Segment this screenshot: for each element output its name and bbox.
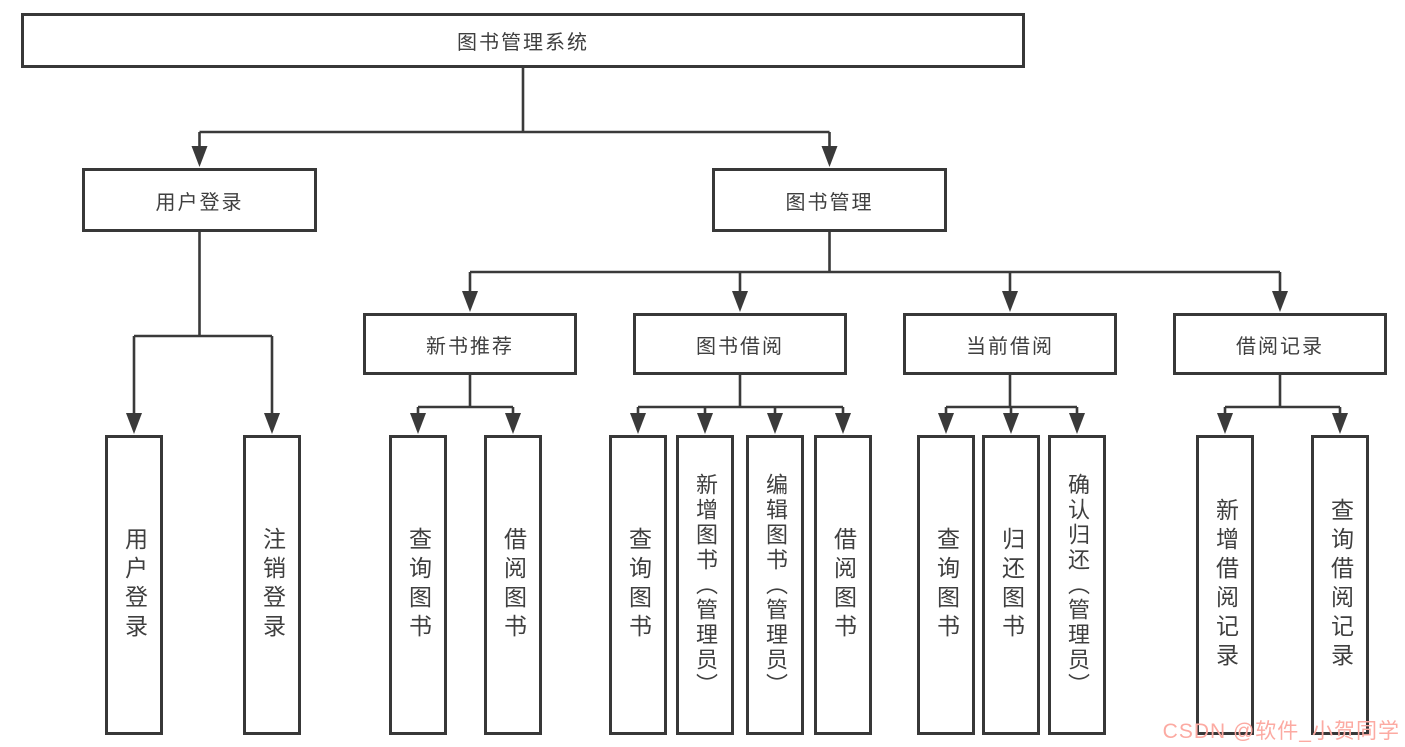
- leaf-add-book-admin: 新增图书（管理员）: [676, 435, 734, 735]
- leaf-return-book: 归还图书: [982, 435, 1040, 735]
- leaf-add-borrow-record: 新增借阅记录: [1196, 435, 1254, 735]
- node-current-borrow: 当前借阅: [903, 313, 1117, 375]
- leaf-query-book-recommend: 查询图书: [389, 435, 447, 735]
- leaf-query-book-borrow: 查询图书: [609, 435, 667, 735]
- leaf-query-book-current: 查询图书: [917, 435, 975, 735]
- leaf-user-login: 用户登录: [105, 435, 163, 735]
- arrowheads: [126, 146, 1348, 434]
- leaf-borrow-book: 借阅图书: [814, 435, 872, 735]
- node-new-book-recommend: 新书推荐: [363, 313, 577, 375]
- leaf-edit-book-admin: 编辑图书（管理员）: [746, 435, 804, 735]
- node-borrow-records: 借阅记录: [1173, 313, 1387, 375]
- node-book-management: 图书管理: [712, 168, 947, 232]
- node-root-system: 图书管理系统: [21, 13, 1025, 68]
- csdn-watermark: CSDN @软件_小贺同学: [1162, 720, 1400, 743]
- leaf-confirm-return-admin: 确认归还（管理员）: [1048, 435, 1106, 735]
- node-user-login: 用户登录: [82, 168, 317, 232]
- node-book-borrow: 图书借阅: [633, 313, 847, 375]
- leaf-logout: 注销登录: [243, 435, 301, 735]
- leaf-borrow-book-recommend: 借阅图书: [484, 435, 542, 735]
- leaf-query-borrow-record: 查询借阅记录: [1311, 435, 1369, 735]
